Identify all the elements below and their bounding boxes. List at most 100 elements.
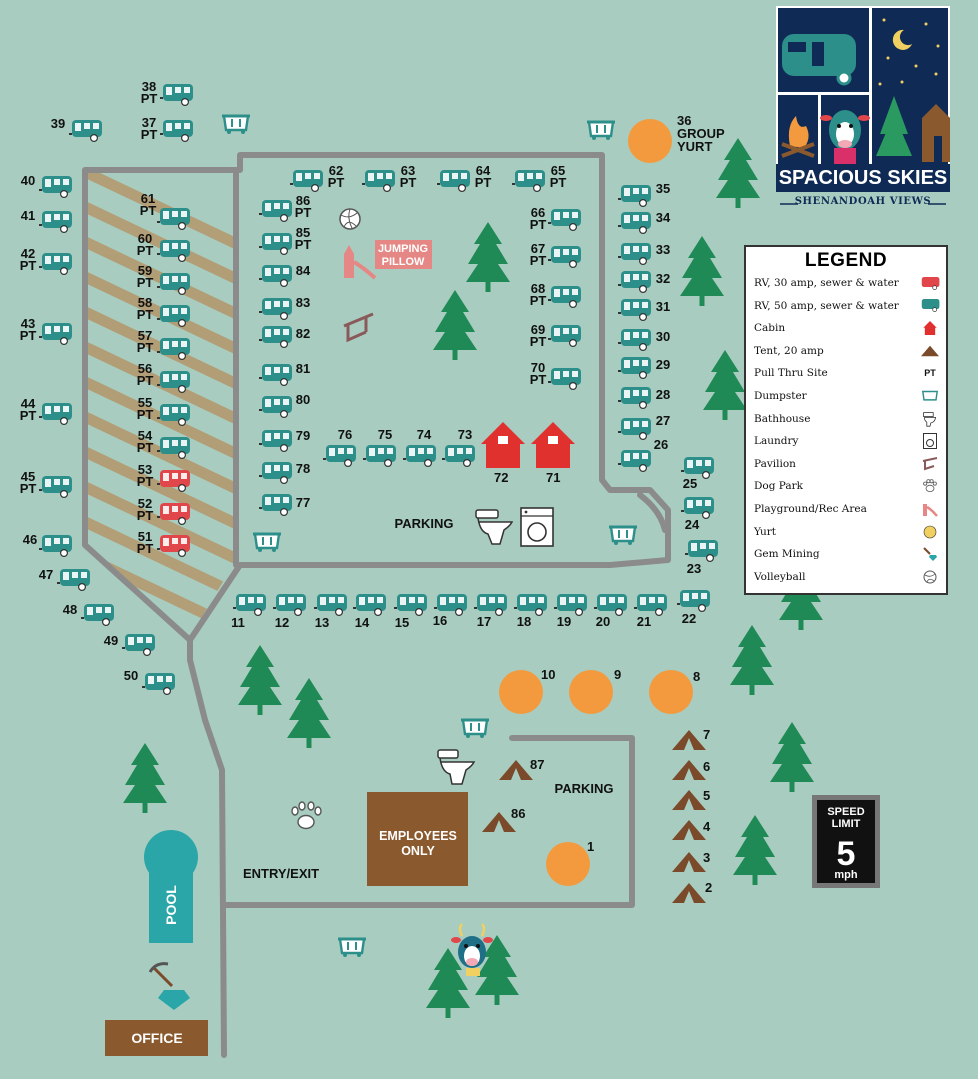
rv-50-site-icon[interactable]	[393, 593, 428, 617]
rv-50-site-icon[interactable]	[617, 242, 652, 265]
gem-icon	[148, 962, 190, 1010]
tent-icon[interactable]	[499, 760, 533, 780]
site-number: 22	[682, 611, 696, 626]
rv-50-site-icon[interactable]	[56, 568, 91, 592]
site-number: 75	[378, 427, 392, 442]
rv-50-site-icon[interactable]	[593, 593, 628, 617]
rv-50-site-icon[interactable]	[68, 119, 103, 142]
dumpster-icon	[220, 114, 252, 136]
rv-50-site-icon[interactable]	[159, 119, 194, 142]
yurt-icon[interactable]	[649, 670, 693, 714]
rv-50-site-icon[interactable]	[617, 270, 652, 293]
pavilion-icon	[343, 312, 374, 343]
rv-50-site-icon[interactable]	[258, 325, 293, 348]
rv-50-site-icon[interactable]	[38, 322, 73, 345]
legend-item-label: Laundry	[754, 435, 799, 448]
rv-50-site-icon[interactable]	[617, 386, 652, 409]
legend-item: Bathhouse	[754, 409, 940, 429]
rv-50-site-icon[interactable]	[38, 534, 73, 558]
site-number: 32	[656, 271, 670, 286]
rv-50-site-icon[interactable]	[511, 169, 546, 192]
rv-50-site-icon[interactable]	[633, 593, 668, 617]
rv-50-site-icon[interactable]	[156, 272, 191, 295]
rv-50-site-icon[interactable]	[156, 207, 191, 230]
yurt-icon[interactable]	[628, 119, 672, 163]
rv-50-site-icon[interactable]	[258, 493, 293, 517]
tent-icon[interactable]	[672, 852, 706, 872]
gem-icon	[920, 546, 940, 562]
tent-icon[interactable]	[672, 760, 706, 780]
rv-50-site-icon[interactable]	[322, 444, 357, 467]
rv-50-site-icon[interactable]	[232, 593, 267, 617]
rv-50-site-icon[interactable]	[676, 589, 711, 613]
rv-50-site-icon[interactable]	[617, 184, 652, 207]
rv-50-site-icon[interactable]	[617, 417, 652, 440]
rv-50-site-icon[interactable]	[547, 245, 582, 268]
tent-icon[interactable]	[672, 730, 706, 750]
rv-50-site-icon[interactable]	[272, 593, 307, 617]
rv-50-site-icon[interactable]	[617, 298, 652, 321]
rv-50-site-icon[interactable]	[361, 169, 396, 192]
rv-50-site-icon[interactable]	[258, 264, 293, 287]
rv-50-site-icon[interactable]	[313, 593, 348, 617]
rv-50-site-icon[interactable]	[38, 475, 73, 498]
cabin-icon[interactable]	[531, 422, 575, 468]
rv-50-site-icon[interactable]	[547, 208, 582, 231]
rv-50-site-icon[interactable]	[38, 402, 73, 425]
rv-50-site-icon[interactable]	[141, 672, 176, 696]
rv-50-site-icon[interactable]	[258, 429, 293, 452]
rv-50-site-icon[interactable]	[362, 444, 397, 467]
rv-50-site-icon[interactable]	[121, 633, 156, 657]
rv-50-site-icon[interactable]	[441, 444, 476, 467]
office-building	[105, 1020, 208, 1056]
tent-icon[interactable]	[672, 790, 706, 810]
rv-50-site-icon[interactable]	[547, 324, 582, 347]
dumpster-icon	[607, 525, 639, 547]
site-number: 40	[21, 173, 35, 188]
yurt-icon[interactable]	[546, 842, 590, 886]
rv-50-site-icon[interactable]	[258, 199, 293, 222]
rv-50-site-icon[interactable]	[258, 395, 293, 418]
rv-50-site-icon[interactable]	[258, 363, 293, 386]
rv-50-site-icon[interactable]	[436, 169, 471, 192]
rv-50-site-icon[interactable]	[617, 356, 652, 379]
rv-50-site-icon[interactable]	[352, 593, 387, 617]
rv-50-site-icon[interactable]	[38, 210, 73, 233]
rv-50-site-icon[interactable]	[513, 593, 548, 617]
yurt-icon[interactable]	[499, 670, 543, 714]
site-number: 14	[355, 615, 370, 630]
rv-50-site-icon[interactable]	[402, 444, 437, 467]
rv-50-site-icon[interactable]	[473, 593, 508, 617]
tree-icon	[238, 645, 282, 715]
rv-50-site-icon[interactable]	[617, 328, 652, 351]
rv-50-site-icon[interactable]	[617, 449, 652, 472]
rv-50-site-icon[interactable]	[289, 169, 324, 192]
legend-item: Volleyball	[754, 567, 940, 587]
rv-50-site-icon[interactable]	[38, 252, 73, 275]
rv-50-site-icon[interactable]	[258, 232, 293, 255]
rv-50-site-icon[interactable]	[38, 175, 73, 198]
rv-50-site-icon[interactable]	[80, 603, 115, 627]
rv-50-site-icon[interactable]	[680, 496, 715, 520]
cabin-icon[interactable]	[481, 422, 525, 468]
rv-50-site-icon[interactable]	[547, 285, 582, 308]
rv-50-site-icon[interactable]	[156, 239, 191, 262]
site-number: 74	[417, 427, 432, 442]
pavilion-icon	[920, 456, 940, 472]
rv-50-site-icon[interactable]	[553, 593, 588, 617]
yurt-icon[interactable]	[569, 670, 613, 714]
rv-50-site-icon[interactable]	[258, 461, 293, 484]
rv-50-site-icon[interactable]	[159, 83, 194, 107]
rv-50-site-icon[interactable]	[547, 367, 582, 390]
site-number: 35	[656, 181, 670, 196]
tent-icon[interactable]	[672, 820, 706, 840]
rv-50-site-icon[interactable]	[617, 211, 652, 234]
tent-icon[interactable]	[672, 883, 706, 903]
rv-50-site-icon[interactable]	[684, 539, 719, 563]
rv-50-site-icon[interactable]	[258, 297, 293, 320]
